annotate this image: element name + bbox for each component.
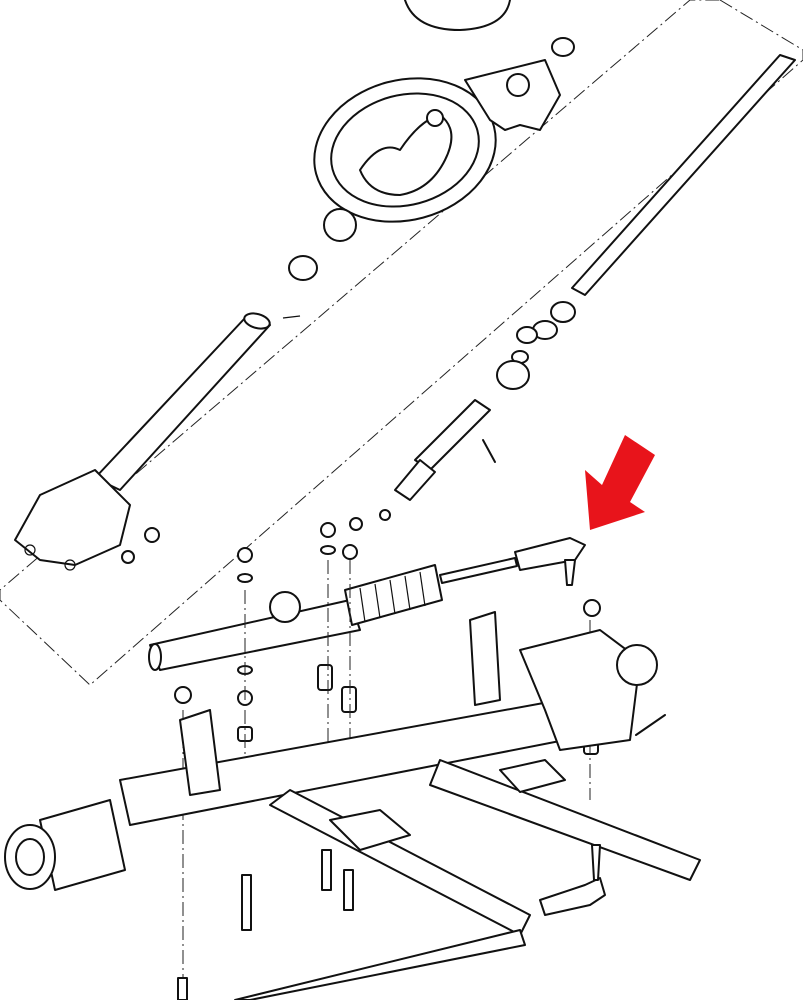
retaining-ring — [496, 360, 530, 390]
cotter-pin — [635, 714, 666, 736]
pinch-bolt — [482, 439, 496, 463]
tie-rod-end-lower — [539, 844, 606, 916]
tie-rod — [234, 929, 526, 1000]
front-hub-left — [4, 799, 126, 891]
screw — [282, 315, 301, 319]
front-axle — [119, 611, 658, 826]
steering-column-group-outline — [0, 0, 803, 686]
seal — [550, 301, 576, 323]
o-ring — [551, 37, 575, 57]
washer — [516, 326, 538, 344]
steering-wheel — [313, 77, 497, 223]
highlight-arrow-icon — [585, 435, 655, 530]
steering-rack — [148, 557, 518, 671]
mounting-bolts — [177, 849, 354, 1000]
steering-wheel-cover — [464, 59, 561, 131]
alignment-lines — [182, 560, 591, 1000]
bolt — [144, 527, 160, 543]
leaf-spring — [269, 759, 701, 936]
tie-rod-end — [514, 537, 586, 586]
steering-column-tube — [14, 312, 271, 571]
steering-shaft — [571, 54, 796, 296]
horn-cap — [404, 0, 511, 31]
washer — [121, 550, 135, 564]
bolt — [349, 517, 363, 531]
bushing — [288, 255, 318, 281]
bearing — [323, 208, 357, 242]
universal-joint — [394, 399, 491, 501]
washer — [379, 509, 391, 521]
